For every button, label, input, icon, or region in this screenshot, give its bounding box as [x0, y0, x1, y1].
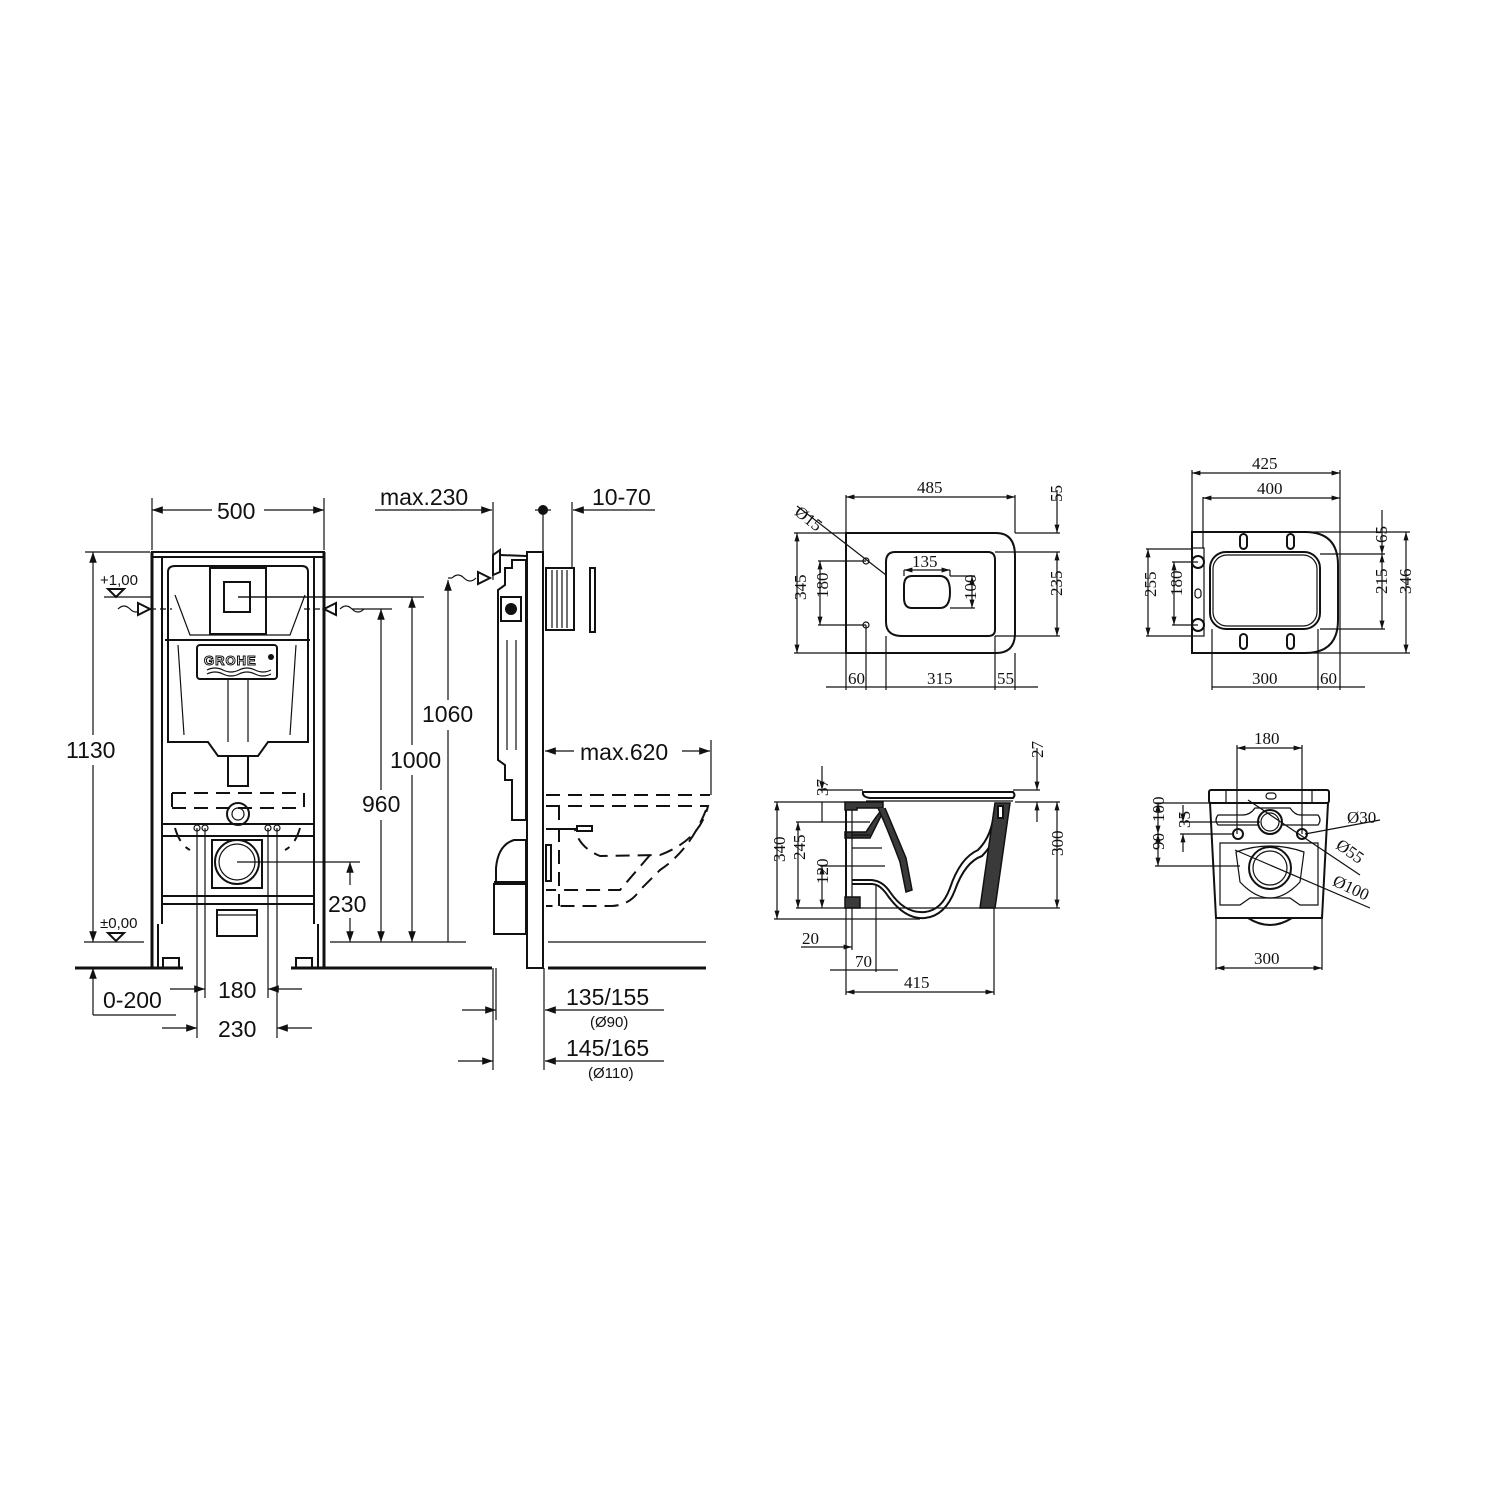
- frame-side-view: max.230 10-70: [375, 484, 712, 1082]
- level-floor-label: ±0,00: [100, 915, 137, 932]
- bowl-top-view: 485 Ø15 345 180 135 100 55 235: [791, 478, 1066, 690]
- seat-outline: [1191, 531, 1339, 654]
- dim-drain-height: 230: [328, 891, 366, 917]
- dim-opening-width: 135: [912, 552, 938, 571]
- dim-seat-front-gap: 60: [1320, 669, 1337, 688]
- dim-inlet-height: 245: [790, 835, 809, 861]
- dim-pipe-90-dia: (Ø90): [590, 1014, 628, 1031]
- dim-max-projection: max.620: [580, 739, 668, 765]
- dim-hinge-spacing: 180: [1167, 571, 1186, 597]
- dim-max-depth: max.230: [380, 484, 468, 510]
- dim-rim-width: 235: [1047, 571, 1066, 597]
- grohe-logo: GROHE: [204, 653, 257, 668]
- dim-bolt-spacing-outer: 230: [218, 1016, 256, 1042]
- dim-bowl-depth: 415: [904, 973, 930, 992]
- dim-inlet-height: 960: [362, 791, 400, 817]
- hinge-bar: [1191, 547, 1205, 637]
- frame-top-rail: [151, 551, 325, 558]
- frame-front-view: GROHE: [66, 498, 492, 1042]
- seat-lid-side: [861, 791, 1016, 799]
- dim-seat-inner-width: 215: [1372, 569, 1391, 595]
- seat-opening: [1209, 551, 1321, 630]
- seat-top-view: 425 400 255 180 65 215 346 300 60: [1141, 454, 1415, 690]
- dim-seat-rear-gap: 65: [1372, 526, 1391, 543]
- dim-rear-100: 100: [1149, 797, 1168, 823]
- dim-wall-thickness: 10-70: [592, 484, 651, 510]
- valve-fitting: [226, 802, 250, 826]
- dim-seat-overall-length: 425: [1252, 454, 1278, 473]
- seat-hinge-rear: [1208, 789, 1330, 804]
- fixing-hole-left: [1232, 828, 1244, 840]
- inlet-valve-icon: [505, 603, 517, 615]
- dim-front-offset: 55: [997, 669, 1014, 688]
- bowl-trap-wall: [877, 807, 913, 893]
- dim-rear-90: 90: [1149, 833, 1168, 850]
- bowl-rear-view: 180 100 90 35 Ø30 Ø55 Ø100 300: [1149, 729, 1381, 971]
- dim-pipe-110: 145/165: [566, 1035, 649, 1061]
- dim-opening-depth: 100: [961, 575, 980, 601]
- dim-outlet-height: 120: [813, 859, 832, 885]
- dim-bowl-length: 485: [917, 478, 943, 497]
- seat-bumper: [1239, 533, 1248, 550]
- dim-seat-length: 400: [1257, 479, 1283, 498]
- dim-bowl-width: 345: [791, 575, 810, 601]
- bowl-top-outline: [845, 532, 1016, 654]
- frame-post: [526, 551, 544, 969]
- dim-wall-gap: 20: [802, 929, 819, 948]
- bowl-opening: [903, 575, 952, 609]
- water-inlet-side-icon: [451, 574, 477, 582]
- dim-bowl-height: 300: [1048, 831, 1067, 857]
- level-top-label: +1,00: [100, 572, 138, 589]
- dim-bolt-dia: Ø15: [791, 502, 826, 535]
- dim-rim-top: 37: [813, 779, 832, 797]
- rear-slot: [1215, 807, 1321, 826]
- dim-hinge-width: 255: [1141, 572, 1160, 598]
- rear-foot-block: [844, 896, 861, 909]
- dim-frame-width: 500: [217, 498, 255, 524]
- level-triangle-floor-icon: [105, 932, 127, 943]
- dim-pipe-110-dia: (Ø110): [588, 1065, 634, 1082]
- dim-pipe-90: 135/155: [566, 984, 649, 1010]
- dim-inlet-dia: Ø30: [1347, 808, 1376, 827]
- dim-bolt-spacing-inner: 180: [218, 977, 256, 1003]
- dim-rim-length: 315: [927, 669, 953, 688]
- drain-pipe-side: [493, 883, 527, 935]
- dim-rear-width: 300: [1254, 949, 1280, 968]
- drain-outlet: [216, 909, 258, 937]
- dim-flush-height: 1000: [390, 747, 441, 773]
- dim-bowl-total-height: 340: [770, 837, 789, 863]
- dim-floor-adjust: 0-200: [103, 987, 162, 1013]
- cistern-side: [497, 559, 527, 821]
- flush-plate-side: [589, 567, 596, 633]
- dim-seat-inner-length: 300: [1252, 669, 1278, 688]
- dim-bolt-dia-rear: Ø55: [1333, 835, 1368, 867]
- bowl-front-wall: [979, 802, 1011, 909]
- dim-rear-offset: 60: [848, 669, 865, 688]
- dim-bolt-spacing: 180: [813, 573, 832, 599]
- bowl-side-section: 340 37 245 120 27 300 20 70 415: [770, 741, 1067, 995]
- level-triangle-top-icon: [105, 588, 127, 599]
- dim-rim-offset-top: 55: [1047, 485, 1066, 502]
- bowl-inner-curve: [852, 814, 1001, 920]
- dim-rear-35: 35: [1175, 811, 1194, 828]
- dim-rear-bolt-spacing: 180: [1254, 729, 1280, 748]
- bowl-outline-dashed: [546, 794, 710, 858]
- bowl-rim: [885, 551, 996, 637]
- dim-frame-height: 1130: [66, 737, 115, 763]
- dim-seat-overall-width: 346: [1396, 569, 1415, 595]
- dim-inlet-side-height: 1060: [422, 701, 473, 727]
- wall-plate: [545, 567, 575, 631]
- dim-outlet-offset: 70: [855, 952, 872, 971]
- dim-seat-thickness: 27: [1028, 741, 1047, 759]
- outlet-hole: [1248, 846, 1292, 890]
